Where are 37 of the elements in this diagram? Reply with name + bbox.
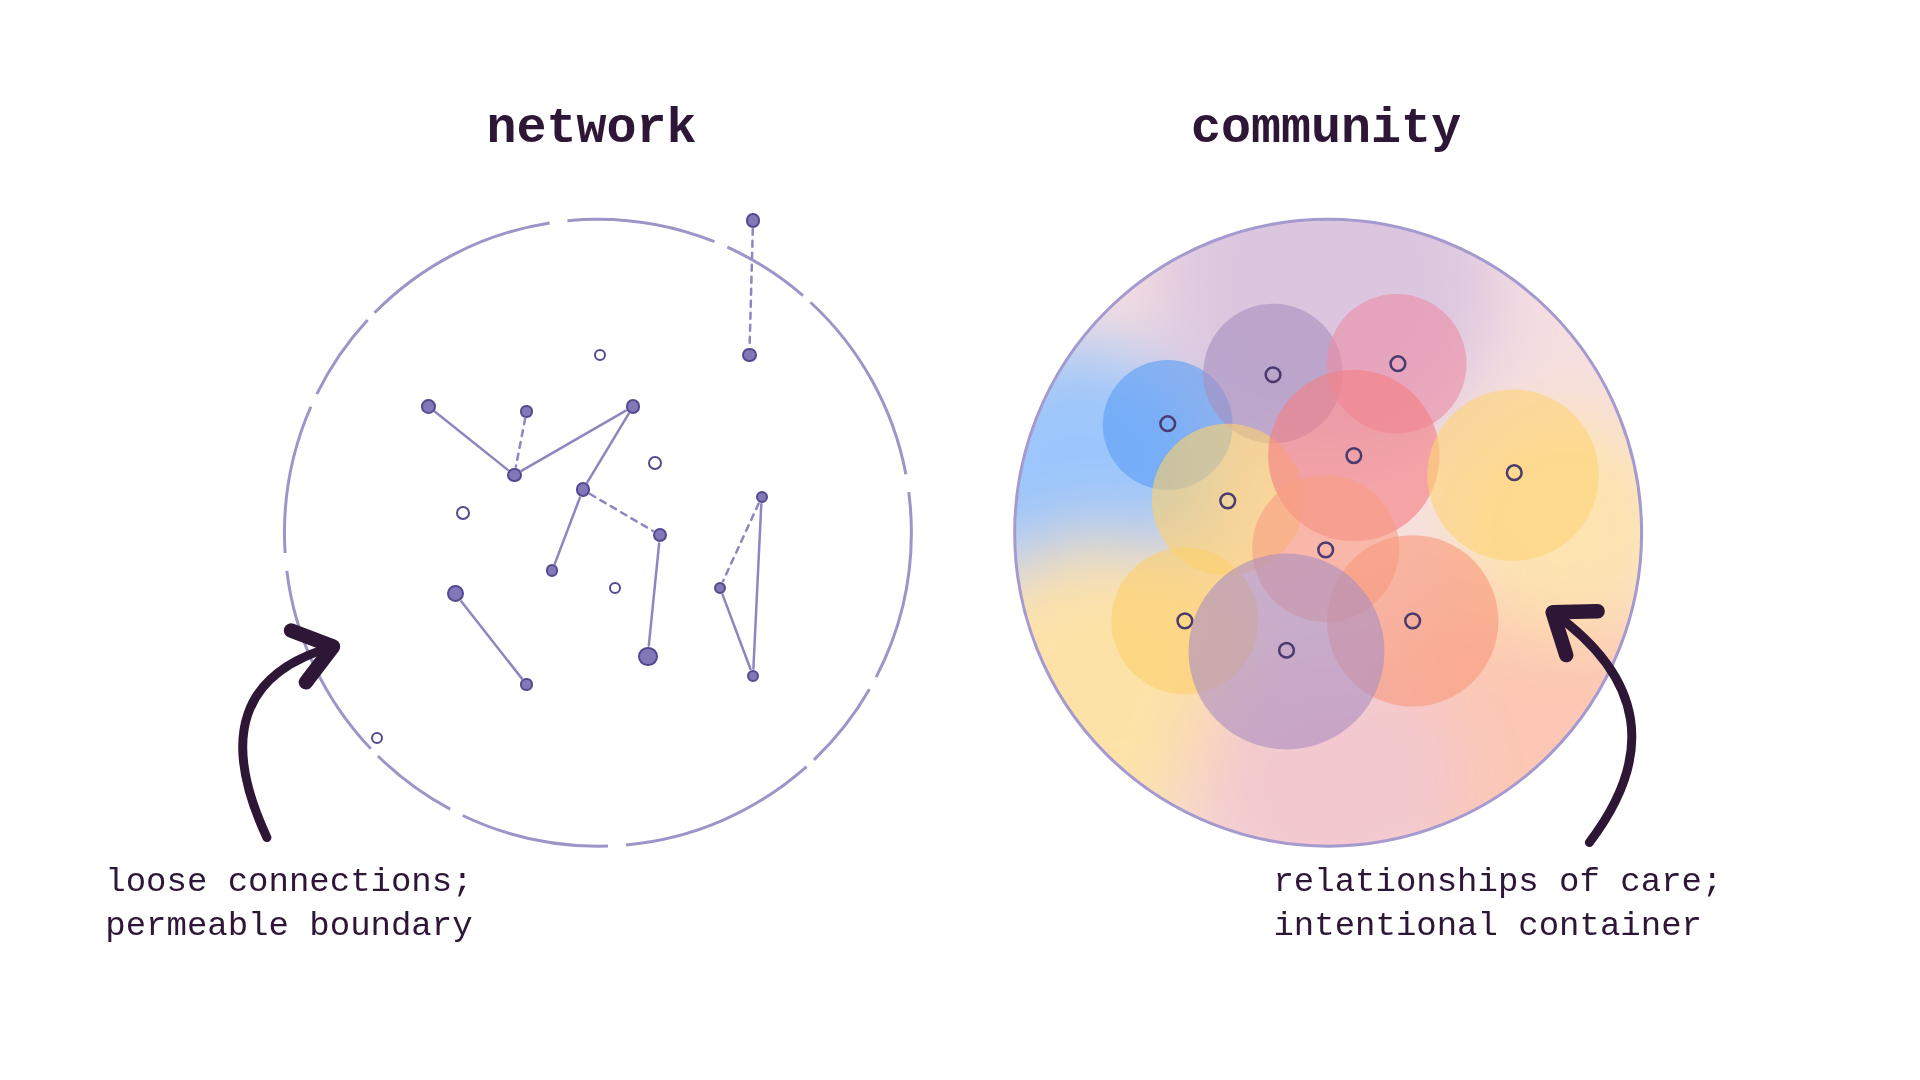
filled-dot (446, 585, 465, 603)
connector-line (721, 593, 752, 671)
dashed-connector-line (514, 417, 527, 469)
connector-line (520, 409, 628, 473)
hollow-dot (371, 732, 384, 745)
hollow-dot (455, 505, 471, 521)
connector-line (460, 600, 524, 681)
hollow-dot (647, 455, 663, 471)
curved-arrow (238, 625, 341, 843)
filled-dot (421, 399, 436, 414)
connector-line (553, 496, 582, 566)
filled-dot (742, 347, 757, 363)
hollow-dot (593, 348, 607, 362)
heading: community (1191, 100, 1462, 158)
connector-line (752, 503, 763, 671)
filled-dot (520, 678, 533, 691)
annotation-text: loose connections; permeable boundary (105, 859, 596, 948)
filled-dot (546, 564, 559, 577)
filled-dot (506, 467, 522, 483)
curved-arrow (1545, 605, 1637, 847)
connector-line (433, 410, 509, 472)
filled-dot (746, 669, 760, 682)
hollow-dot (608, 581, 621, 594)
connector-line (585, 412, 630, 484)
filled-dot (637, 646, 658, 667)
filled-dot (755, 491, 768, 504)
annotation-text: relationships of care; intentional container (1273, 859, 1764, 948)
filled-dot (520, 405, 533, 418)
dashed-connector-line (721, 502, 760, 583)
filled-dot (575, 482, 591, 498)
filled-dot (625, 399, 641, 414)
filled-dot (745, 213, 761, 228)
filled-dot (713, 581, 727, 594)
filled-dot (652, 527, 668, 543)
connector-line (647, 542, 661, 647)
dashed-connector-line (588, 492, 655, 533)
heading: network (486, 100, 697, 158)
